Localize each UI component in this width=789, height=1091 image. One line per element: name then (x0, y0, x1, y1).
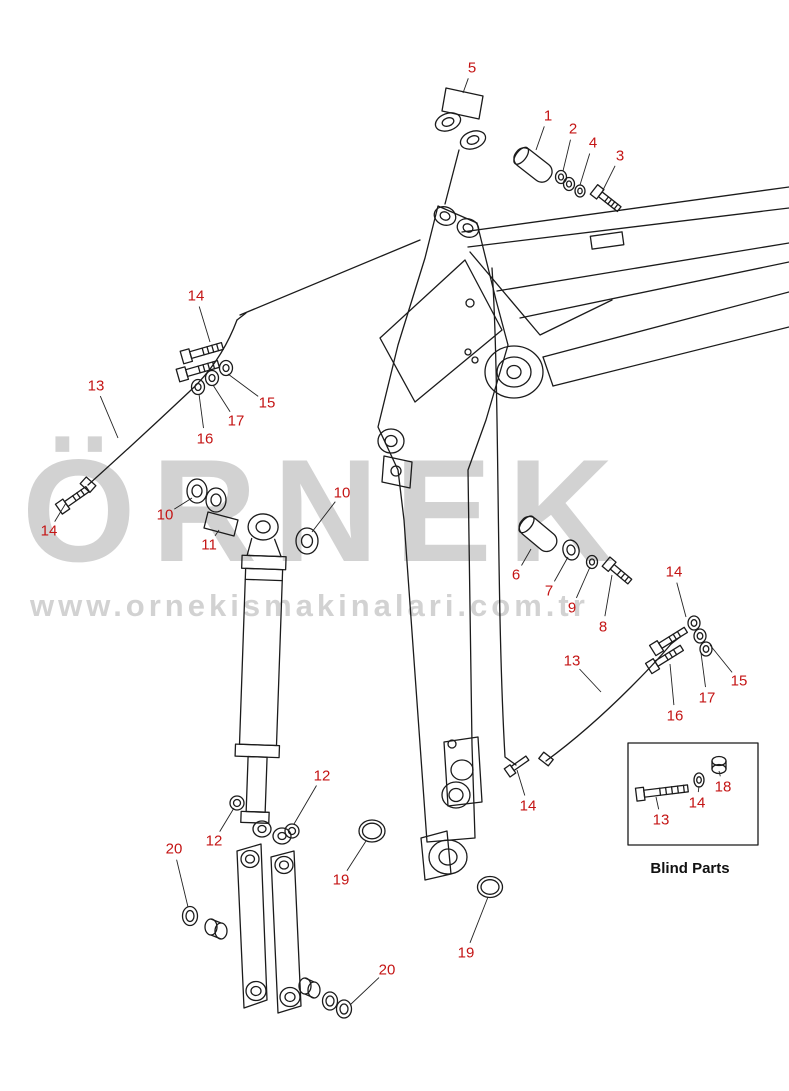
washer-4 (574, 184, 586, 198)
leader-line-17 (212, 384, 231, 412)
leader-line-9 (575, 566, 591, 599)
leader-line-12 (219, 807, 235, 832)
o-rings-19 (358, 819, 504, 899)
leader-line-6 (521, 548, 532, 566)
leader-line-14 (697, 785, 700, 793)
leader-line-20 (349, 977, 380, 1006)
washer-7 (562, 539, 580, 561)
leader-line-19 (346, 840, 367, 871)
leader-line-20 (176, 859, 189, 908)
bolt-14-small (503, 755, 530, 778)
pin-plate-5 (434, 87, 487, 205)
leader-line-17 (700, 652, 706, 688)
pin-6 (518, 515, 558, 553)
leader-line-1 (535, 126, 545, 151)
blind-washer-14 (693, 772, 705, 788)
blind-bolt-13 (634, 784, 689, 802)
blind-parts-group (627, 742, 759, 846)
leader-line-7 (554, 556, 569, 582)
leader-line-10 (311, 501, 336, 533)
blind-fitting-18 (711, 755, 727, 775)
leader-line-15 (709, 644, 733, 673)
washers-15-16-17-left (190, 359, 234, 396)
leader-line-18 (718, 770, 721, 777)
leader-line-14 (54, 502, 67, 522)
leader-line-19 (469, 896, 489, 943)
bolts-14-left (175, 341, 224, 383)
leader-line-16 (198, 393, 204, 429)
leader-line-5 (462, 78, 469, 94)
leader-line-10 (174, 497, 193, 510)
leader-line-3 (601, 165, 616, 193)
washers-2 (554, 169, 576, 192)
bushing (298, 977, 321, 999)
washer-9 (585, 554, 599, 570)
leader-line-14 (516, 769, 526, 796)
grease-line-13-left (79, 312, 247, 494)
leader-line-14 (676, 582, 687, 618)
leader-line-12 (293, 785, 317, 825)
grease-line-13-right (538, 636, 681, 767)
bushing (204, 918, 228, 940)
bolt-14-far-left (54, 485, 90, 515)
leader-line-13 (655, 796, 660, 810)
leader-line-13 (99, 395, 119, 439)
bolt-8 (601, 556, 633, 585)
blind-parts-label: Blind Parts (650, 860, 730, 877)
washers-15-16-17-right (687, 615, 713, 657)
watermark-url: www.ornekismakinalari.com.tr (30, 588, 589, 623)
watermark-brand: ÖRNEK (22, 429, 630, 592)
rings-20 (181, 905, 353, 1019)
leader-line-4 (579, 153, 591, 186)
leader-line-15 (227, 373, 259, 397)
leader-line-13 (579, 668, 602, 693)
leader-line-14 (198, 306, 211, 343)
leader-line-16 (669, 663, 675, 706)
leader-lines (54, 78, 733, 1006)
leader-line-11 (214, 529, 220, 537)
boom-section (461, 186, 789, 399)
link-assembly (204, 820, 321, 1014)
blind-parts-box (627, 742, 759, 846)
bolt-3 (589, 184, 622, 213)
bucket-cylinder (234, 513, 287, 824)
pin-1 (513, 146, 553, 183)
leader-line-8 (604, 574, 613, 617)
leader-line-2 (562, 139, 571, 172)
bolts-14-right (644, 626, 689, 675)
washers-10-11 (186, 478, 319, 555)
arm (239, 205, 517, 881)
